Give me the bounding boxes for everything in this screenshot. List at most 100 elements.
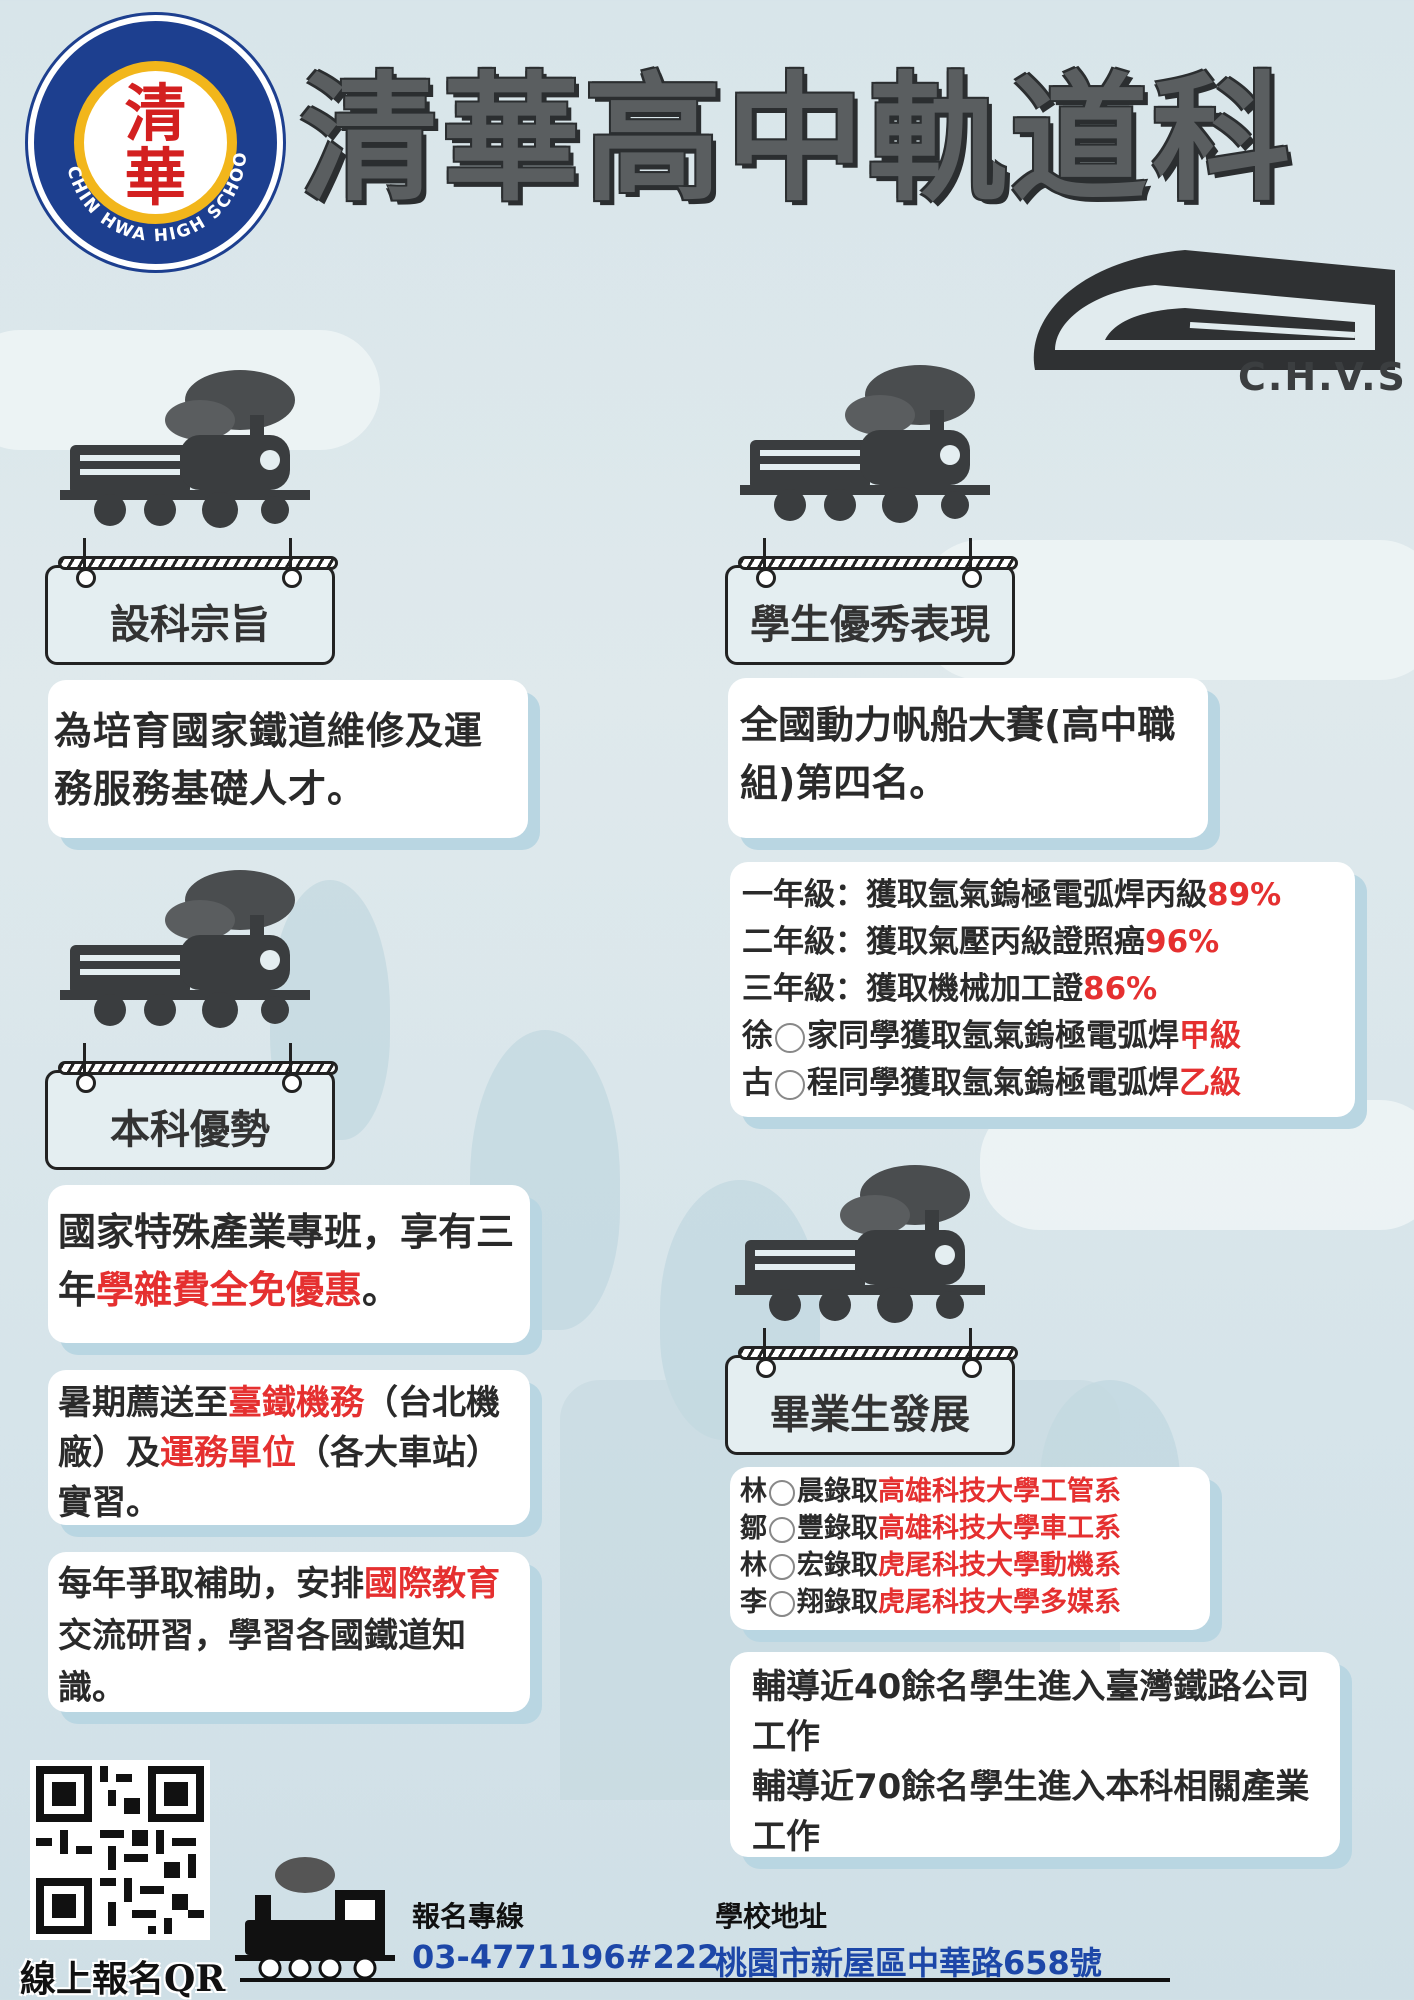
admission-text: 豐錄取 [797,1513,878,1544]
advantage-text-1-post: 。 [362,1268,401,1312]
label-advantages: 本科優勢 [45,1043,338,1170]
advantage-text-2-p1: 暑期薦送至 [58,1383,228,1423]
footer-rule [240,1978,1170,1982]
advantage-text-3-r1: 國際教育 [364,1564,500,1604]
label-graduates-text: 畢業生發展 [770,1392,970,1438]
admission-school: 高雄科技大學車工系 [878,1513,1121,1544]
achievement-line-percent: 86% [1083,971,1158,1007]
achievement-line-percent: 96% [1145,924,1220,960]
name-mask-circle [775,1022,805,1053]
achievement-line-text: 一年級：獲取氬氣鎢極電弧焊丙級 [742,877,1207,913]
admission-text: 翔錄取 [797,1587,878,1618]
advantage-text-2-r1: 臺鐵機務 [228,1383,364,1423]
achievement-highlight-text: 全國動力帆船大賽(高中職組)第四名。 [740,703,1176,805]
advantage-text-3: 每年爭取補助，安排國際教育交流研習，學習各國鐵道知識。 [58,1558,522,1714]
steam-train-icon [735,1165,985,1323]
guidance-line-1: 輔導近40餘名學生進入臺灣鐵路公司工作 [752,1667,1310,1757]
brand-code: C.H.V.S [1238,355,1407,399]
student-surname: 古 [742,1065,773,1101]
achievement-line-text: 三年級：獲取機械加工證 [742,971,1083,1007]
achievement-line-percent: 89% [1207,877,1282,913]
background-cloud [980,1100,1414,1230]
name-mask-circle [775,1069,805,1100]
admission-surname: 林 [740,1476,767,1507]
achievement-line: 二年級：獲取氣壓丙級證照癌96% [742,919,1343,966]
advantage-text-3-p1: 每年爭取補助，安排 [58,1564,364,1604]
label-pin [282,538,302,588]
steam-train-icon [60,370,310,528]
admission-surname: 鄒 [740,1513,767,1544]
graduate-admissions-card: 林晨錄取高雄科技大學工管系 鄒豐錄取高雄科技大學車工系 林宏錄取虎尾科技大學動機… [730,1467,1210,1630]
address-text: 桃園市新屋區中華路658號 [715,1944,1102,1982]
advantage-card-2: 暑期薦送至臺鐵機務（台北機廠）及運務單位（各大車站）實習。 [48,1370,530,1525]
label-pin [962,1328,982,1378]
name-mask-circle [769,1590,795,1617]
logo-char-top: 清 [124,77,187,150]
label-pin [756,538,776,588]
qr-label: 線上報名QR [20,1958,226,2000]
hotline-number[interactable]: 03-4771196#222 [412,1938,720,1976]
label-pin [962,538,982,588]
hotline-label: 報名專線 [412,1900,525,1933]
qr-code-graphic [36,1766,204,1934]
achievement-line: 一年級：獲取氬氣鎢極電弧焊丙級89% [742,872,1343,919]
student-line: 古程同學獲取氬氣鎢極電弧焊乙級 [742,1060,1343,1107]
logo-ring-svg: CHIN HWA HIGH SCHOOL [34,21,251,246]
admission-line: 林宏錄取虎尾科技大學動機系 [740,1547,1200,1584]
logo-ring-text: CHIN HWA HIGH SCHOOL [34,21,249,246]
advantage-card-3: 每年爭取補助，安排國際教育交流研習，學習各國鐵道知識。 [48,1552,530,1712]
student-line-text: 家同學獲取氬氣鎢極電弧焊 [807,1018,1179,1054]
advantage-text-2-r2: 運務單位 [160,1433,296,1473]
advantage-text-2-p3: （各大車站）實習。 [58,1433,500,1523]
achievement-line-text: 二年級：獲取氣壓丙級證照癌 [742,924,1145,960]
admission-line: 鄒豐錄取高雄科技大學車工系 [740,1510,1200,1547]
achievement-line: 三年級：獲取機械加工證86% [742,966,1343,1013]
page-title: 清華高中軌道科 [300,59,1295,220]
guidance-line-2: 輔導近70餘名學生進入本科相關產業工作 [752,1767,1310,1857]
student-grade: 乙級 [1179,1065,1241,1101]
advantage-text-1-red: 學雜費全免優惠 [96,1268,363,1312]
name-mask-circle [769,1553,795,1580]
admission-line: 林晨錄取高雄科技大學工管系 [740,1473,1200,1510]
achievement-list-card: 一年級：獲取氬氣鎢極電弧焊丙級89% 二年級：獲取氣壓丙級證照癌96% 三年級：… [730,862,1355,1117]
graduate-guidance-card: 輔導近40餘名學生進入臺灣鐵路公司工作 輔導近70餘名學生進入本科相關產業工作 [730,1652,1340,1857]
label-hatch [58,556,338,570]
student-line: 徐家同學獲取氬氣鎢極電弧焊甲級 [742,1013,1343,1060]
svg-text:CHIN HWA HIGH SCHOOL: CHIN HWA HIGH SCHOOL [34,21,251,246]
student-grade: 甲級 [1179,1018,1241,1054]
admission-surname: 林 [740,1550,767,1581]
achievement-highlight-card: 全國動力帆船大賽(高中職組)第四名。 [728,678,1208,838]
admission-text: 晨錄取 [797,1476,878,1507]
label-pin [76,538,96,588]
label-advantages-text: 本科優勢 [110,1107,270,1153]
student-line-text: 程同學獲取氬氣鎢極電弧焊 [807,1065,1179,1101]
student-surname: 徐 [742,1018,773,1054]
label-achievements: 學生優秀表現 [725,538,1018,665]
admission-line: 李翔錄取虎尾科技大學多媒系 [740,1584,1200,1621]
school-logo: 清 華 CHIN HWA HIGH SCHOOL [28,15,283,270]
steam-train-icon [60,870,310,1028]
label-achievements-text: 學生優秀表現 [750,602,990,648]
logo-char-bottom: 華 [124,141,187,214]
admission-school: 虎尾科技大學動機系 [878,1550,1121,1581]
label-hatch [58,1061,338,1075]
advantage-text-1: 國家特殊產業專班，享有三年學雜費全免優惠。 [58,1203,522,1319]
name-mask-circle [769,1479,795,1506]
purpose-text: 為培育國家鐵道維修及運務服務基礎人才。 [54,709,484,811]
footer-train-icon [235,1857,395,1980]
name-mask-circle [769,1516,795,1543]
advantage-card-1: 國家特殊產業專班，享有三年學雜費全免優惠。 [48,1185,530,1343]
admission-text: 宏錄取 [797,1550,878,1581]
label-graduates: 畢業生發展 [725,1328,1018,1455]
advantage-text-3-p2: 交流研習，學習各國鐵道知識。 [58,1616,466,1708]
address-label: 學校地址 [715,1900,828,1933]
qr-code[interactable] [30,1760,210,1940]
advantage-text-2: 暑期薦送至臺鐵機務（台北機廠）及運務單位（各大車站）實習。 [58,1378,522,1528]
admission-surname: 李 [740,1587,767,1618]
label-pin [282,1043,302,1093]
label-hatch [738,1346,1018,1360]
advantage-text-1-pre: 國家特殊產業專班，享有三年 [58,1210,515,1312]
steam-train-icon [740,365,990,523]
label-purpose-text: 設科宗旨 [110,602,270,648]
label-pin [756,1328,776,1378]
